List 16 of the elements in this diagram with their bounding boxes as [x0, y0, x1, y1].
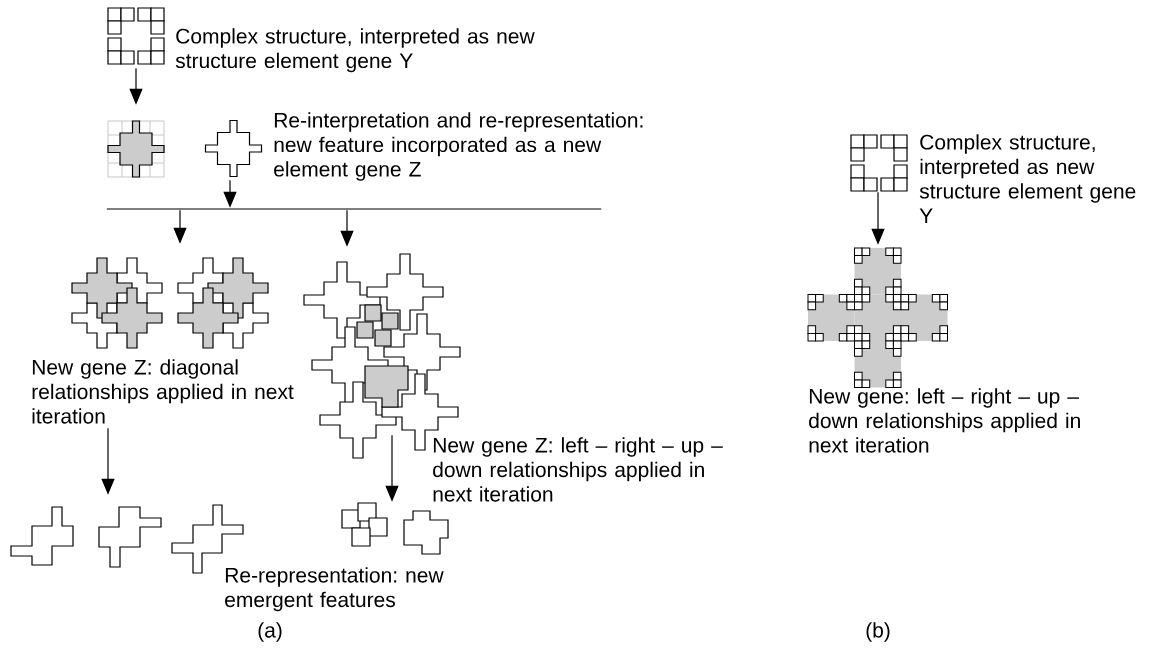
panel-label: (b)	[866, 622, 890, 642]
caption-text: Re-interpretation and re-representation: new feature incorporated as a new element gene Z	[274, 112, 643, 181]
caption-text: Complex structure, interpreted as new structure element gene Y	[919, 134, 1136, 223]
panel-label: (a)	[258, 622, 282, 642]
cross-shape-drawing	[204, 119, 263, 178]
caption-text: Complex structure, interpreted as new structure element gene Y	[175, 28, 535, 73]
caption-text: New gene Z: diagonal relationships applied in next iteration	[32, 359, 294, 424]
emergent-shapes-drawing	[341, 502, 449, 555]
cross-on-grid-drawing	[107, 120, 165, 178]
caption-text: New gene Z: left – right – up – down relationships applied in next iteration	[433, 437, 723, 502]
note-text: Re-representation: new emergent features	[225, 567, 444, 612]
large-cross-drawing	[807, 247, 948, 388]
diagonal-crosses-drawing	[71, 257, 269, 349]
caption-text: New gene: left – right – up – down relationships applied in next iteration	[809, 388, 1080, 453]
grid-structure-drawing	[850, 134, 908, 192]
grid-structure-drawing	[107, 7, 165, 65]
